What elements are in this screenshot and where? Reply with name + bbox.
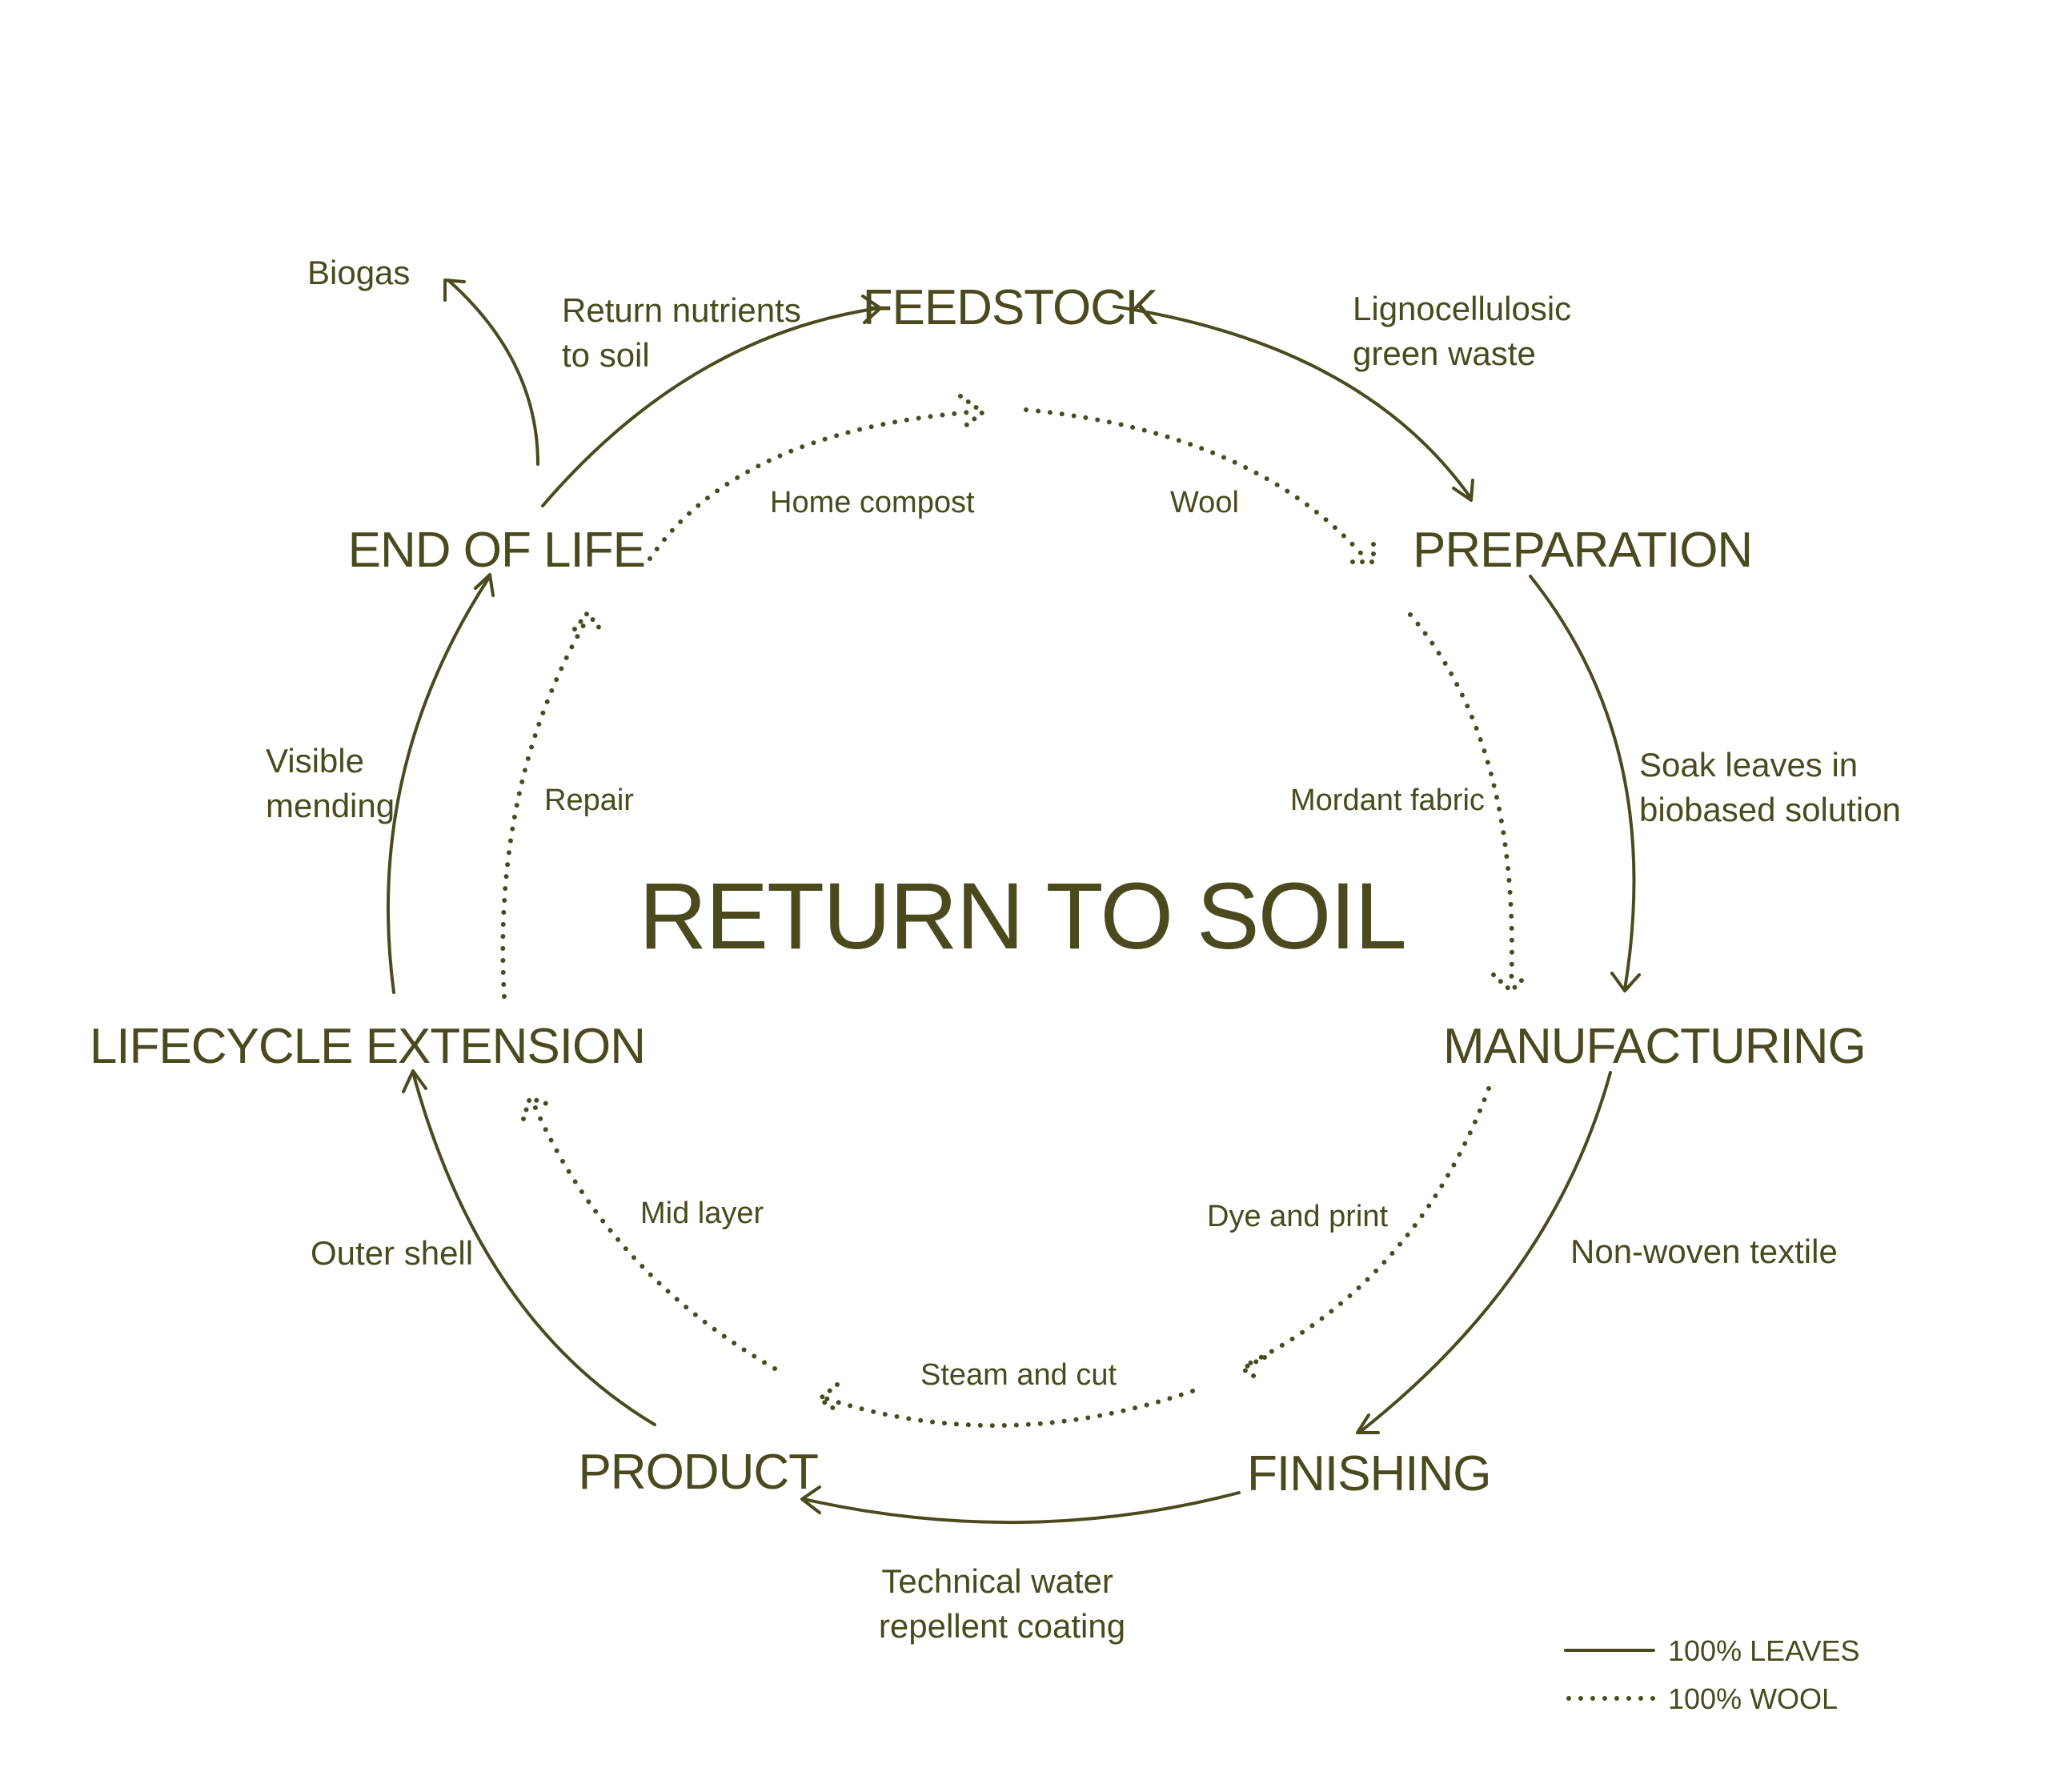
stage-product: PRODUCT	[578, 1445, 818, 1500]
legend-leaves-label: 100% LEAVES	[1668, 1634, 1859, 1667]
legend-wool-label: 100% WOOL	[1668, 1682, 1838, 1715]
dots-lifecycle-to-endoflife	[500, 619, 588, 999]
stage-finishing: FINISHING	[1247, 1446, 1490, 1501]
label-lignocellulosic-line2: green waste	[1353, 335, 1536, 372]
label-dye-and-print: Dye and print	[1207, 1200, 1388, 1233]
label-soak-leaves: Soak leaves in biobased solution	[1639, 746, 1901, 828]
dot-head-lifecycle	[521, 1095, 551, 1121]
arrow-feedstock-to-preparation	[1113, 305, 1471, 498]
dot-head-feedstock	[958, 394, 988, 432]
legend: 100% LEAVES 100% WOOL	[1564, 1634, 1859, 1715]
label-visible-mending-line1: Visible	[266, 742, 364, 780]
dots-endoflife-to-feedstock	[648, 410, 972, 561]
label-technical-coating-line2: repellent coating	[879, 1607, 1125, 1645]
label-return-nutrients-line2: to soil	[562, 336, 650, 374]
dots-manufacturing-to-finishing	[1243, 1086, 1491, 1368]
label-mordant-fabric: Mordant fabric	[1290, 784, 1485, 817]
stage-feedstock: FEEDSTOCK	[863, 280, 1158, 335]
leaves-cycle	[387, 279, 1641, 1525]
label-return-nutrients-line1: Return nutrients	[562, 291, 801, 329]
label-technical-coating-line1: Technical water	[881, 1562, 1113, 1600]
label-non-woven: Non-woven textile	[1570, 1233, 1838, 1270]
label-wool: Wool	[1170, 486, 1239, 519]
arrowhead-biogas	[443, 279, 466, 302]
label-lignocellulosic: Lignocellulosic green waste	[1353, 290, 1581, 372]
dot-head-preparation	[1350, 539, 1376, 564]
arrow-endoflife-to-biogas	[447, 279, 539, 466]
label-home-compost: Home compost	[770, 486, 975, 519]
dots-preparation-to-manufacturing	[1408, 612, 1514, 990]
label-mid-layer: Mid layer	[640, 1197, 764, 1230]
label-outer-shell: Outer shell	[311, 1234, 473, 1272]
arrowhead-manufacturing	[1610, 972, 1641, 992]
arrowhead-feedstock	[861, 295, 882, 324]
arrowhead-finishing	[1356, 1413, 1380, 1434]
arrowhead-lifecycle	[402, 1069, 427, 1093]
stage-end-of-life: END OF LIFE	[348, 523, 645, 578]
dots-feedstock-to-preparation	[1024, 407, 1369, 563]
label-biogas: Biogas	[307, 254, 410, 291]
arrow-manufacturing-to-finishing	[1357, 1071, 1612, 1434]
wool-cycle	[500, 394, 1530, 1429]
stage-preparation: PREPARATION	[1413, 523, 1752, 578]
dots-finishing-to-product	[820, 1389, 1195, 1429]
label-repair: Repair	[544, 784, 634, 817]
arrow-product-to-lifecycle	[411, 1071, 656, 1426]
dot-head-product	[815, 1382, 841, 1414]
stage-labels: FEEDSTOCK PREPARATION MANUFACTURING FINI…	[90, 280, 1867, 1501]
label-visible-mending: Visible mending	[266, 742, 395, 824]
label-return-nutrients: Return nutrients to soil	[562, 291, 811, 374]
arrowhead-preparation	[1452, 479, 1474, 502]
arrow-lifecycle-to-endoflife	[387, 575, 491, 994]
wool-step-labels: Home compost Wool Mordant fabric Dye and…	[544, 486, 1485, 1392]
stage-lifecycle-extension: LIFECYCLE EXTENSION	[90, 1019, 645, 1074]
label-lignocellulosic-line1: Lignocellulosic	[1353, 290, 1571, 327]
dot-head-endoflife	[572, 609, 603, 631]
arrowhead-product	[800, 1485, 821, 1514]
dot-head-finishing	[1237, 1355, 1267, 1382]
arrowhead-endoflife	[474, 573, 495, 597]
label-soak-leaves-line1: Soak leaves in	[1639, 746, 1858, 784]
label-visible-mending-line2: mending	[266, 787, 395, 824]
label-technical-coating: Technical water repellent coating	[879, 1562, 1125, 1645]
dot-head-manufacturing	[1491, 972, 1530, 995]
arrow-endoflife-to-feedstock	[541, 307, 880, 507]
label-steam-and-cut: Steam and cut	[920, 1358, 1117, 1392]
dots-product-to-lifecycle	[532, 1104, 777, 1371]
label-soak-leaves-line2: biobased solution	[1639, 791, 1901, 828]
arrow-finishing-to-product	[802, 1491, 1241, 1525]
leaves-step-labels: Biogas Return nutrients to soil Lignocel…	[266, 254, 1901, 1645]
arrow-preparation-to-manufacturing	[1529, 575, 1636, 991]
stage-manufacturing: MANUFACTURING	[1443, 1019, 1866, 1074]
diagram-title: RETURN TO SOIL	[639, 864, 1405, 969]
